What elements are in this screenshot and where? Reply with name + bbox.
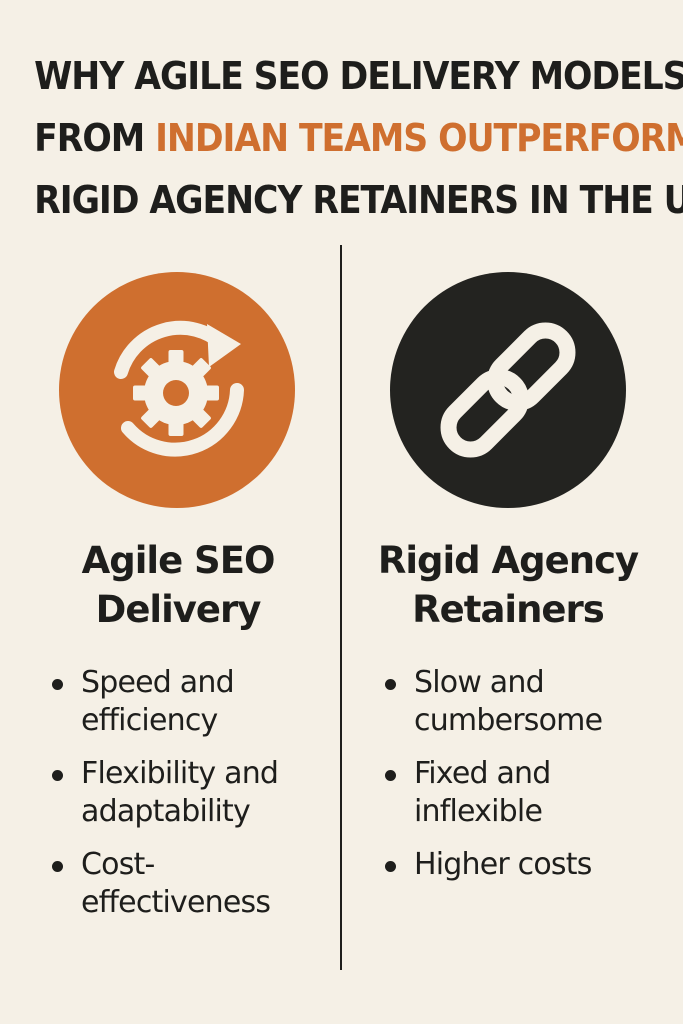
list-item: Speed and efficiency bbox=[28, 664, 328, 740]
list-item: Slow and cumbersome bbox=[358, 664, 658, 740]
retainer-drawbacks-list: Slow and cumbersome Fixed and inflexible… bbox=[358, 664, 658, 899]
bullet-dot bbox=[385, 679, 396, 690]
retainer-column-title: Rigid Agency Retainers bbox=[358, 536, 658, 634]
retainer-title-line-2: Retainers bbox=[412, 588, 605, 631]
chain-link-icon bbox=[440, 322, 576, 458]
agile-benefits-list: Speed and efficiency Flexibility and ada… bbox=[28, 664, 328, 937]
agile-gear-cycle-icon bbox=[114, 320, 244, 457]
list-item-text: Speed and efficiency bbox=[81, 665, 235, 738]
agile-column-title: Agile SEO Delivery bbox=[28, 536, 328, 634]
headline-line-3: RIGID AGENCY RETAINERS IN THE US bbox=[34, 178, 683, 223]
list-item: Fixed and inflexible bbox=[358, 755, 658, 831]
retainer-title-line-1: Rigid Agency bbox=[377, 539, 639, 582]
agile-title-line-1: Agile SEO bbox=[81, 539, 276, 582]
agile-title-line-2: Delivery bbox=[95, 588, 262, 631]
list-item-text: Flexibility and adaptability bbox=[81, 756, 279, 829]
list-item: Cost-effectiveness bbox=[28, 846, 328, 922]
list-item: Higher costs bbox=[358, 846, 658, 884]
retainer-icon-circle bbox=[390, 272, 626, 508]
agile-icon-circle bbox=[59, 272, 295, 508]
bullet-dot bbox=[52, 861, 63, 872]
column-divider bbox=[340, 245, 342, 970]
bullet-dot bbox=[385, 861, 396, 872]
bullet-dot bbox=[52, 679, 63, 690]
bullet-dot bbox=[52, 770, 63, 781]
headline-accent-text: INDIAN TEAMS OUTPERFORM bbox=[155, 116, 683, 161]
list-item-text: Higher costs bbox=[414, 847, 592, 882]
list-item-text: Fixed and inflexible bbox=[414, 756, 551, 829]
headline-line-2-prefix: FROM bbox=[34, 116, 156, 161]
list-item-text: Cost-effectiveness bbox=[81, 847, 271, 920]
list-item-text: Slow and cumbersome bbox=[414, 665, 603, 738]
headline-line-1: WHY AGILE SEO DELIVERY MODELS bbox=[34, 54, 683, 99]
headline-line-2: FROM INDIAN TEAMS OUTPERFORM bbox=[34, 108, 683, 170]
bullet-dot bbox=[385, 770, 396, 781]
list-item: Flexibility and adaptability bbox=[28, 755, 328, 831]
headline: WHY AGILE SEO DELIVERY MODELS FROM INDIA… bbox=[34, 46, 683, 232]
